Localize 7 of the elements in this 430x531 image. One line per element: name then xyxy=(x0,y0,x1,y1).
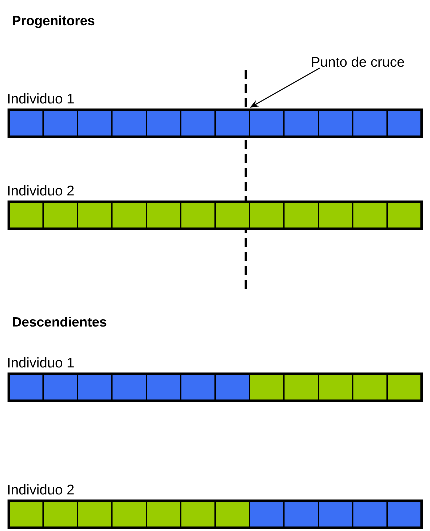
individual-label: Individuo 1 xyxy=(8,358,74,368)
individual-label: Individuo 1 xyxy=(8,94,74,104)
individual-label: Individuo 2 xyxy=(8,186,74,196)
callout-text: Punto de cruce xyxy=(312,56,404,68)
individual-label: Individuo 2 xyxy=(8,484,74,495)
section-heading: Progenitores xyxy=(13,16,95,28)
section-heading: Descendientes xyxy=(13,317,107,327)
